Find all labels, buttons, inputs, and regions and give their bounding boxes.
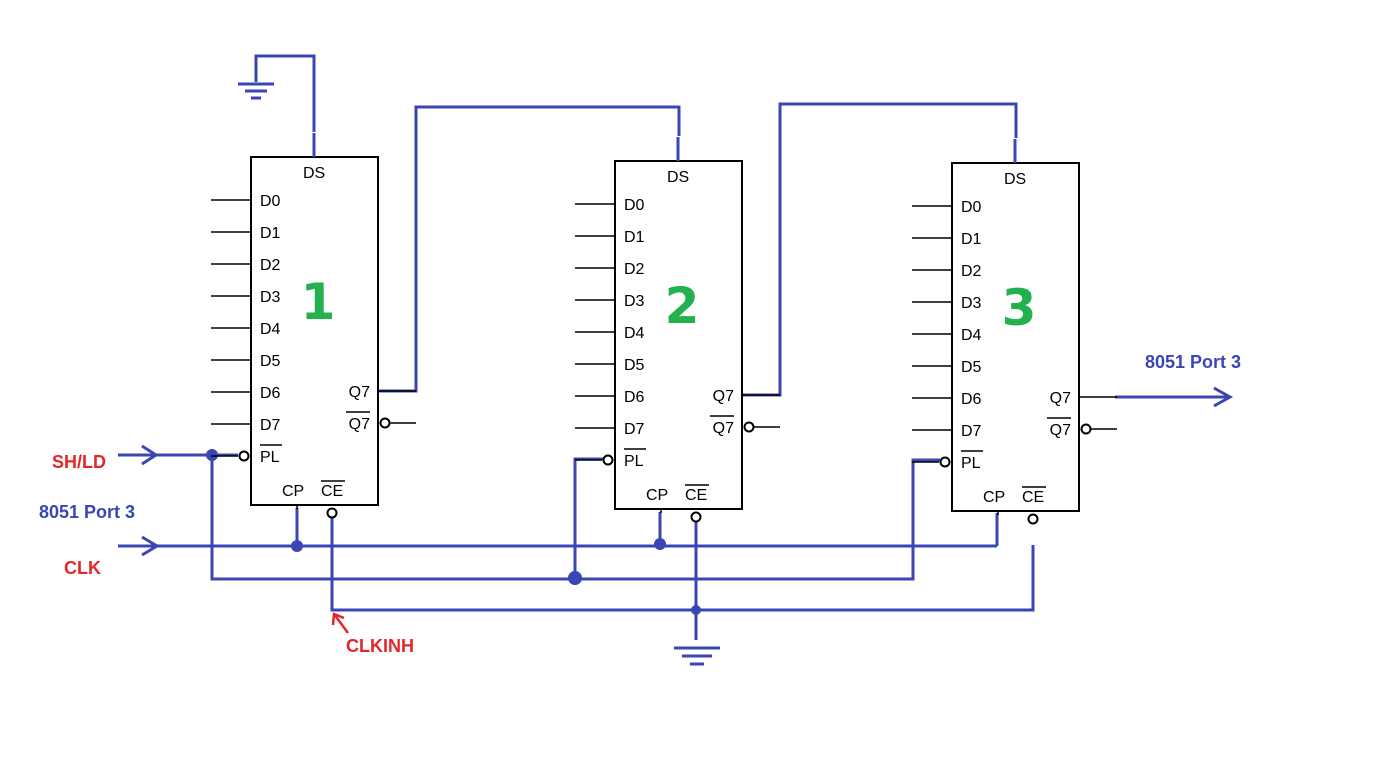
pin-q7-label: Q7	[1050, 390, 1071, 407]
sh-ld-bus	[118, 444, 940, 581]
chip-number-label: 1	[301, 273, 336, 331]
pin-d4-label: D4	[961, 327, 982, 344]
pin-d6-label: D6	[961, 391, 982, 408]
pl-inversion-bubble	[939, 456, 951, 468]
output-arrow	[1115, 386, 1234, 408]
pin-d5-label: D5	[961, 359, 982, 376]
ground-symbol-top	[238, 54, 316, 132]
pin-d6-label: D6	[260, 385, 281, 402]
pin-pl-label: PL	[961, 455, 981, 472]
pin-ds-label: DS	[667, 169, 689, 186]
pin-d4-label: D4	[624, 325, 645, 342]
pl-inversion-bubble	[238, 450, 250, 462]
q7-bar-inversion-bubble	[743, 421, 755, 433]
junction-dot	[291, 540, 303, 552]
clkinh-label: CLKINH	[346, 636, 414, 656]
ce-inversion-bubble	[1027, 513, 1039, 525]
pin-cp-label: CP	[282, 483, 304, 500]
pin-d0-label: D0	[624, 197, 645, 214]
pin-q7-bar-label: Q7	[713, 420, 734, 437]
pin-d5-label: D5	[624, 357, 645, 374]
port3-input-label: 8051 Port 3	[39, 502, 135, 522]
q7-bar-inversion-bubble	[1080, 423, 1092, 435]
pin-d0-label: D0	[260, 193, 281, 210]
clk-label: CLK	[64, 558, 101, 578]
pin-d4-label: D4	[260, 321, 281, 338]
pin-cp-label: CP	[983, 489, 1005, 506]
pin-d3-label: D3	[260, 289, 281, 306]
chip-body	[250, 156, 379, 506]
pin-cp-label: CP	[646, 487, 668, 504]
pin-d3-label: D3	[624, 293, 645, 310]
pin-d2-label: D2	[260, 257, 281, 274]
chip-number-label: 3	[1002, 279, 1037, 337]
pin-d2-label: D2	[961, 263, 982, 280]
pin-d0-label: D0	[961, 199, 982, 216]
pin-d1-label: D1	[961, 231, 982, 248]
pl-inversion-bubble	[602, 454, 614, 466]
pin-d7-label: D7	[961, 423, 982, 440]
ce-inversion-bubble	[690, 511, 702, 523]
pin-pl-label: PL	[260, 449, 280, 466]
junction-dot	[691, 605, 701, 615]
ce-bus	[330, 518, 1035, 640]
q7-bar-inversion-bubble	[379, 417, 391, 429]
pin-q7-label: Q7	[713, 388, 734, 405]
port3-output-label: 8051 Port 3	[1145, 352, 1241, 372]
junction-dot	[654, 538, 666, 550]
pin-q7-bar-label: Q7	[349, 416, 370, 433]
junction-dot	[206, 449, 218, 461]
chip-body	[951, 162, 1080, 512]
pin-ds-label: DS	[303, 165, 325, 182]
pin-d5-label: D5	[260, 353, 281, 370]
pin-ce-label: CE	[685, 487, 707, 504]
pin-d7-label: D7	[624, 421, 645, 438]
pin-d3-label: D3	[961, 295, 982, 312]
pin-d1-label: D1	[624, 229, 645, 246]
pin-q7-label: Q7	[349, 384, 370, 401]
junction-dot	[568, 571, 582, 585]
pin-d7-label: D7	[260, 417, 281, 434]
clk-bus	[118, 508, 999, 557]
pin-ds-label: DS	[1004, 171, 1026, 188]
pin-ce-label: CE	[1022, 489, 1044, 506]
pin-ce-label: CE	[321, 483, 343, 500]
chip-body	[614, 160, 743, 510]
sh-ld-label: SH/LD	[52, 452, 106, 472]
clkinh-arrow	[331, 612, 350, 634]
pin-d2-label: D2	[624, 261, 645, 278]
pin-d6-label: D6	[624, 389, 645, 406]
ground-symbol-bottom	[674, 646, 720, 666]
pin-q7-bar-label: Q7	[1050, 422, 1071, 439]
pin-d1-label: D1	[260, 225, 281, 242]
pin-pl-label: PL	[624, 453, 644, 470]
ce-inversion-bubble	[326, 507, 338, 519]
chip-number-label: 2	[665, 277, 700, 335]
